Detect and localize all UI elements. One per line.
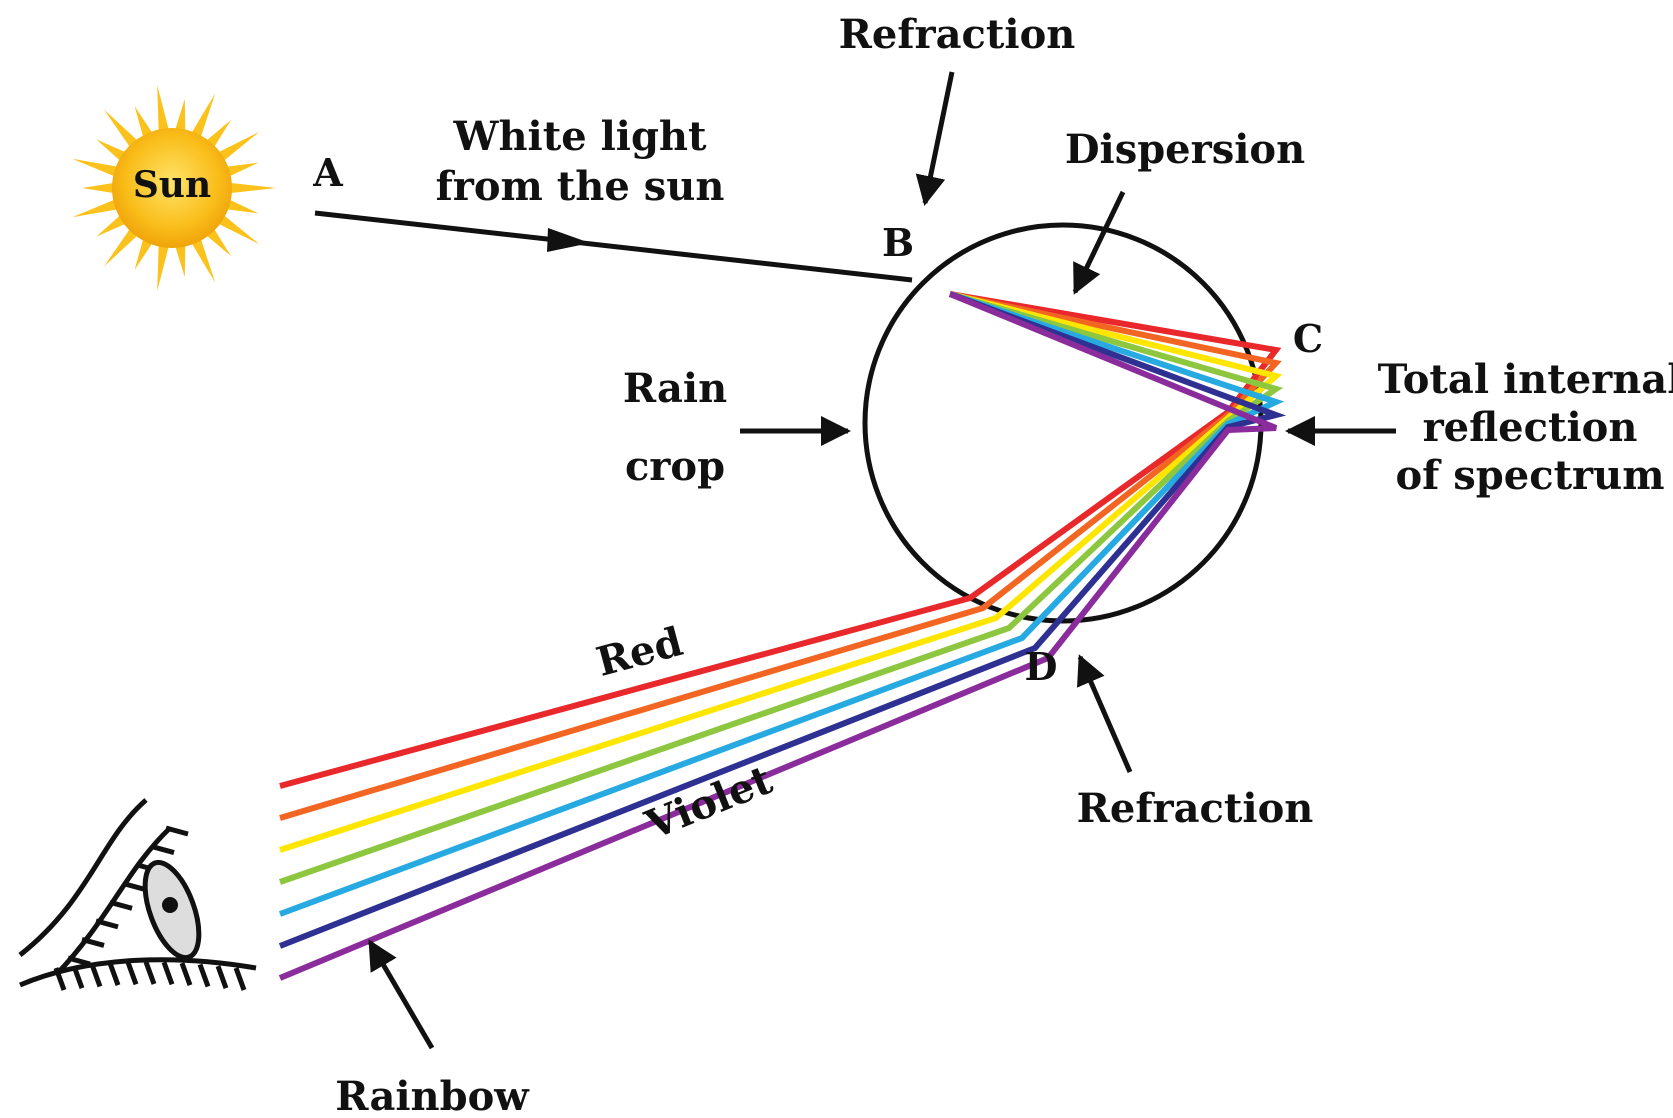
white-light-label-line2: from the sun — [436, 163, 725, 210]
sun-ray — [96, 139, 127, 162]
sun-rays — [72, 85, 276, 291]
white-light-label-line1: White light — [453, 113, 707, 160]
eyebrow-hatch-line — [165, 825, 189, 837]
sun-ray — [134, 106, 153, 138]
lid-hatch-line — [89, 963, 103, 988]
sun-ray — [103, 109, 139, 148]
lid-hatch-line — [161, 961, 175, 986]
lid-hatch-line — [197, 963, 211, 988]
eyebrow-curve-inner — [54, 826, 172, 977]
sun-ray — [205, 119, 231, 148]
sun-ray — [217, 214, 260, 245]
raindrop-label-line2: crop — [625, 443, 725, 490]
refraction-top-arrow — [915, 71, 955, 206]
point-d-label: D — [1025, 644, 1058, 689]
sun-ray — [225, 162, 259, 177]
tir-label-line1: Total internal — [1378, 356, 1673, 403]
tir-label-line3: of spectrum — [1395, 452, 1664, 499]
sun-ray — [72, 199, 119, 218]
lower-lid-curve — [19, 957, 257, 988]
sun-ray — [191, 238, 216, 283]
sun-ray — [175, 244, 186, 278]
eyebrow-hatch-line — [109, 899, 133, 911]
beam-violet — [278, 291, 1278, 981]
lid-hatch-line — [143, 961, 157, 985]
sun-ray — [205, 228, 231, 257]
point-a-label: A — [312, 150, 343, 195]
ray-direction-arrowhead — [547, 228, 590, 252]
rainbow-label: Rainbow — [335, 1073, 530, 1118]
spectrum-beams — [278, 291, 1287, 981]
sun-ray — [96, 214, 127, 237]
dispersion-arrow — [1072, 190, 1126, 295]
tir-label-line2: reflection — [1423, 404, 1638, 451]
eyebrow-hatch-line — [151, 844, 175, 855]
refraction-top-label: Refraction — [839, 11, 1076, 58]
lid-hatch-line — [71, 965, 85, 990]
sun-ray — [191, 93, 216, 138]
sun-ray — [103, 228, 139, 267]
sun-ray — [175, 98, 186, 132]
eyebrow-hatch — [67, 825, 189, 967]
lid-hatch-line — [53, 967, 67, 991]
sun-icon — [72, 85, 276, 291]
refraction-bottom-arrow — [1077, 654, 1133, 773]
dispersion-label: Dispersion — [1065, 126, 1305, 173]
lid-hatch-line — [107, 962, 121, 987]
lid-hatch-line — [179, 962, 193, 987]
lid-hatch-line — [125, 961, 139, 986]
point-c-label: C — [1293, 316, 1323, 361]
white-light-ray — [314, 210, 913, 283]
sun-ray — [157, 244, 169, 291]
red-beam-label: Red — [592, 618, 688, 686]
sun-disc — [112, 128, 232, 248]
eyebrow-hatch-line — [95, 918, 119, 930]
eyebrow-hatch-line — [67, 955, 91, 967]
sun-ray — [82, 182, 115, 194]
rainbow-arrow — [367, 939, 435, 1050]
eyebrow-curve-outer — [18, 798, 148, 957]
pupil — [162, 897, 178, 913]
sun-ray — [134, 238, 153, 270]
sun-ray — [72, 158, 119, 177]
sun-ray — [229, 182, 276, 194]
raindrop-label-line1: Rain — [623, 365, 727, 412]
refraction-bottom-label: Refraction — [1077, 785, 1314, 832]
sun-ray — [217, 131, 260, 162]
eyebrow-hatch-line — [81, 937, 105, 948]
sun-ray — [157, 85, 169, 132]
sun-label: Sun — [133, 164, 211, 206]
sun-ray — [225, 199, 259, 214]
beam-indigo — [278, 291, 1287, 949]
eyebrow-hatch-line — [123, 881, 147, 893]
eye-icon — [18, 798, 257, 991]
lid-hatch-line — [233, 967, 247, 991]
point-b-label: B — [882, 220, 914, 265]
lower-lid-hatch — [53, 961, 247, 991]
lid-hatch-line — [215, 965, 229, 990]
